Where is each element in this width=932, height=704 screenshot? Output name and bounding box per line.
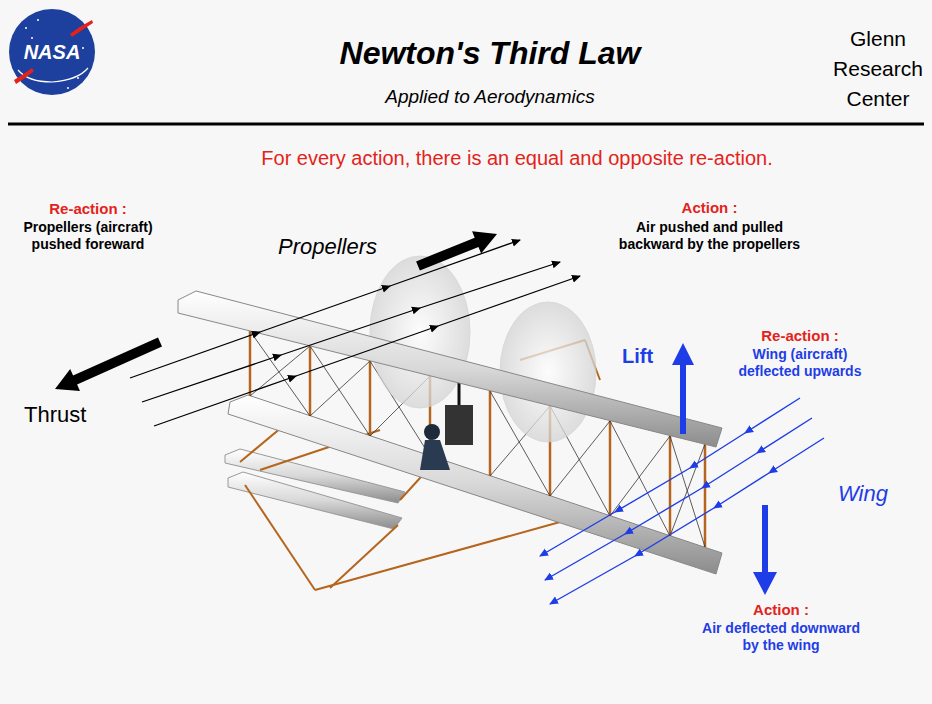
label-box: Action : [695, 601, 867, 619]
label-box: Action : [612, 199, 807, 217]
force-label: Lift [622, 344, 666, 368]
propeller-airflow [130, 240, 520, 378]
wing-struts [250, 331, 705, 547]
reaction-heading: Re-action : [730, 327, 870, 345]
reaction-heading: Re-action : [13, 200, 163, 218]
label-box: Applied to Aerodynamics [245, 86, 735, 109]
bracing-wires [250, 331, 705, 547]
thrust-arrow [55, 337, 162, 391]
wing-struts [609, 421, 612, 516]
title-block: Newton's Third Law [245, 34, 735, 72]
pilot-and-engine [445, 405, 473, 445]
label-box: Propellers (aircraft) pushed foreward [13, 219, 163, 253]
reaction-note: Wing (aircraft) deflected upwards [730, 346, 870, 380]
airframe [330, 525, 398, 588]
bracing-wires [610, 436, 670, 516]
wing-struts [309, 346, 312, 416]
force-label: Thrust [24, 402, 124, 428]
bracing-wires [670, 436, 705, 547]
logo-shape [31, 37, 33, 39]
title-text: Newton's Third Law [245, 34, 735, 72]
label-box: Thrust [24, 402, 124, 428]
label-box: Air pushed and pulled backward by the pr… [612, 219, 807, 253]
bracing-wires [310, 346, 370, 436]
reaction-note: Propellers (aircraft) pushed foreward [13, 219, 163, 253]
center-name: Glenn Research Center [828, 24, 928, 114]
label-box: Re-action : [730, 327, 870, 345]
label-box: Propellers [278, 234, 408, 260]
wing-airflow [545, 418, 812, 580]
wing-struts [489, 391, 492, 476]
label-box: Lift [622, 344, 666, 368]
label-box: Wing [838, 481, 908, 507]
label-box: Glenn Research Center [828, 24, 928, 114]
upper-wing [178, 291, 722, 447]
airframe [315, 522, 560, 590]
logo-circle: NASA [8, 8, 96, 96]
logo-shape [14, 68, 34, 84]
action-heading: Action : [612, 199, 807, 217]
logo-shape [70, 20, 93, 37]
propeller-disc [500, 302, 596, 442]
pilot-and-engine [424, 424, 440, 440]
wing-airflow [550, 438, 824, 604]
logo-shape [25, 27, 27, 29]
label-box: Re-action : [13, 200, 163, 218]
bracing-wires [310, 361, 370, 416]
bracing-wires [610, 421, 670, 536]
lift-arrow [672, 343, 694, 434]
action-note: Air pushed and pulled backward by the pr… [612, 219, 807, 253]
pilot-and-engine [420, 440, 450, 470]
logo-shape [9, 9, 95, 95]
airframe [245, 485, 315, 590]
label-box: Air deflected downward by the wing [695, 620, 867, 654]
action-heading: Action : [695, 601, 867, 619]
action-note: Air deflected downward by the wing [695, 620, 867, 654]
subtitle: Applied to Aerodynamics [245, 86, 735, 109]
principle-statement: For every action, there is an equal and … [117, 146, 917, 170]
elevator [228, 472, 402, 529]
header-rule [8, 123, 924, 126]
label-box: Wing (aircraft) deflected upwards [730, 346, 870, 380]
logo-text: NASA [8, 39, 96, 65]
downwash-arrow [753, 505, 777, 595]
part-label: Propellers [278, 234, 408, 260]
logo-shape [67, 87, 69, 89]
propeller-arrow [416, 231, 497, 270]
part-label: Wing [838, 481, 908, 507]
logo-shape [37, 19, 39, 21]
wing-struts [369, 361, 372, 436]
logo-shape [82, 47, 84, 49]
propeller-airflow [130, 240, 580, 426]
propeller-airflow [154, 276, 580, 426]
wing-struts [249, 331, 252, 396]
label-box: For every action, there is an equal and … [117, 146, 917, 170]
logo-shape [77, 77, 79, 79]
wing-struts [669, 436, 672, 536]
wing-airflow [540, 398, 800, 556]
propeller-airflow [142, 262, 560, 402]
